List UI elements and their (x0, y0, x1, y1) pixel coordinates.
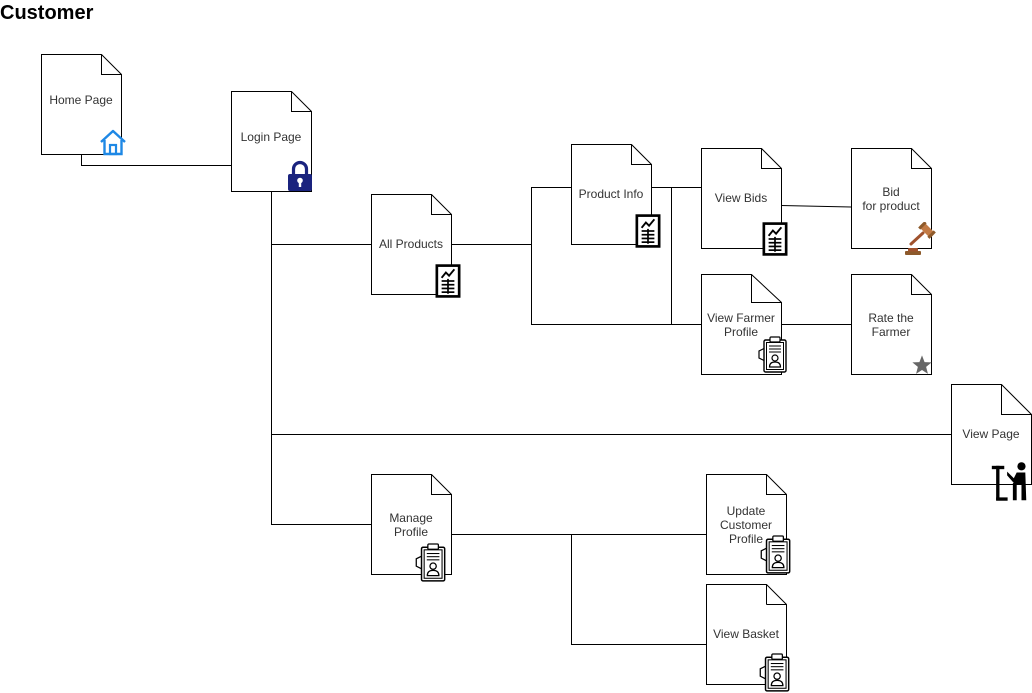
node-label: View Basket (713, 627, 779, 641)
node-label-line: Manage (389, 511, 433, 525)
node-label-line: Product Info (579, 187, 644, 201)
node-label: Product Info (579, 187, 644, 201)
doc-node-view-basket[interactable]: View Basket (706, 584, 790, 692)
doc-node-view-bids[interactable]: View Bids (701, 148, 788, 256)
connector-login-trunk (271, 191, 371, 525)
report-icon (635, 214, 661, 248)
node-label: Home Page (49, 93, 113, 107)
node-label-line: View Page (962, 427, 1019, 441)
node-label-line: Farmer (872, 325, 911, 339)
node-label-line: for product (862, 199, 920, 213)
connector-all-products-product-info (451, 187, 571, 245)
node-label-line: Rate the (868, 311, 914, 325)
diagram-title: Customer (0, 2, 94, 24)
doc-node-all-products[interactable]: All Products (371, 194, 461, 298)
connector-view-bids-bid (780, 205, 852, 208)
report-icon (762, 222, 788, 256)
node-label-line: Customer (720, 518, 772, 532)
connectors (81, 155, 951, 645)
node-label-line: Update (727, 504, 766, 518)
node-label: View Bids (715, 191, 767, 205)
node-label-line: View Farmer (707, 311, 775, 325)
node-label-line: Home Page (49, 93, 113, 107)
node-label: View Page (962, 427, 1019, 441)
doc-node-product-info[interactable]: Product Info (571, 144, 661, 248)
node-label-line: Profile (729, 532, 763, 546)
node-label-line: Bid (882, 185, 899, 199)
doc-node-view-page[interactable]: View Page (951, 384, 1032, 501)
doc-node-login[interactable]: Login Page (231, 91, 313, 192)
node-label: All Products (379, 237, 443, 251)
node-label: Login Page (241, 130, 302, 144)
connector-manage-profile-basket (571, 534, 706, 645)
doc-node-home[interactable]: Home Page (41, 54, 127, 156)
node-label-line: View Basket (713, 627, 779, 641)
node-label-line: View Bids (715, 191, 767, 205)
node-label-line: Profile (394, 525, 428, 539)
connector-home-login (81, 155, 231, 166)
report-icon (435, 264, 461, 298)
connector-all-products-view-farmer (531, 244, 701, 325)
node-label-line: All Products (379, 237, 443, 251)
node-label-line: Login Page (241, 130, 302, 144)
node-label-line: Profile (724, 325, 758, 339)
